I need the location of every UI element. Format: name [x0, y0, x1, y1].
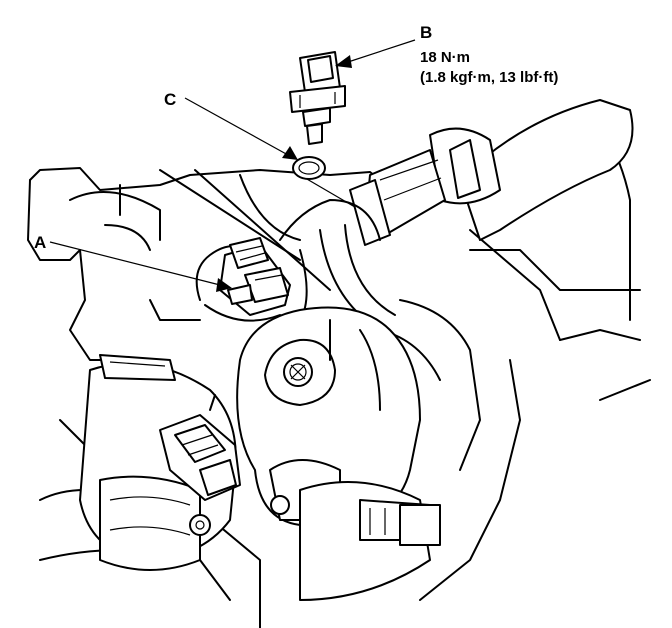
leader-lines — [49, 39, 416, 292]
throttle-body — [79, 354, 237, 571]
callout-label-c: C — [164, 90, 176, 109]
ect-sensor-connector — [195, 237, 291, 322]
torque-alternate-units: (1.8 kgf·m, 13 lbf·ft) — [420, 69, 558, 86]
throttle-sensor-connector — [159, 394, 241, 501]
callout-label-a: A — [34, 233, 46, 252]
callout-label-b: B — [420, 23, 432, 42]
o-ring — [292, 156, 326, 180]
lower-hose-clamp — [299, 481, 441, 601]
torque-value: 18 N·m — [420, 49, 470, 66]
coolant-hose — [349, 99, 634, 246]
temperature-sensor — [289, 51, 346, 145]
